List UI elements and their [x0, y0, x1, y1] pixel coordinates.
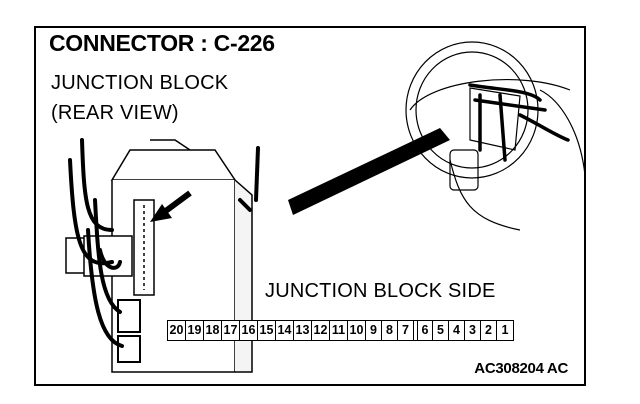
junction-block-label: JUNCTION BLOCK [51, 72, 229, 94]
connector-title: CONNECTOR : C-226 [49, 30, 275, 56]
pin-1: 1 [501, 323, 509, 337]
pin-16: 16 [240, 321, 258, 340]
pin-11: 11 [330, 321, 348, 340]
pin-15: 15 [258, 321, 276, 340]
pin-2: 2 [481, 321, 497, 340]
harness-wires [68, 138, 260, 348]
pin-18: 18 [204, 321, 222, 340]
pin-9: 9 [366, 321, 382, 340]
pin-5: 5 [433, 321, 449, 340]
pin-7: 7 [398, 321, 414, 340]
pin-20: 20 [168, 321, 186, 340]
pin-3: 3 [465, 321, 481, 340]
dashboard-sketch [405, 41, 586, 231]
pin-12: 12 [312, 321, 330, 340]
diagram-frame [34, 26, 586, 386]
pin-10: 10 [348, 321, 366, 340]
pin-13: 13 [294, 321, 312, 340]
pin-8: 8 [382, 321, 398, 340]
figure-code: AC308204 AC [474, 360, 568, 377]
pin-6: 6 [417, 321, 433, 340]
rear-view-label: (REAR VIEW) [51, 102, 179, 124]
dashboard-harness [468, 83, 570, 162]
leader-wedge [288, 128, 450, 215]
pin-17: 17 [222, 321, 240, 340]
pin-4: 4 [449, 321, 465, 340]
pin-14: 14 [276, 321, 294, 340]
pointer-arrow [150, 190, 192, 222]
junction-block-side-label: JUNCTION BLOCK SIDE [265, 280, 496, 302]
pin-19: 19 [186, 321, 204, 340]
